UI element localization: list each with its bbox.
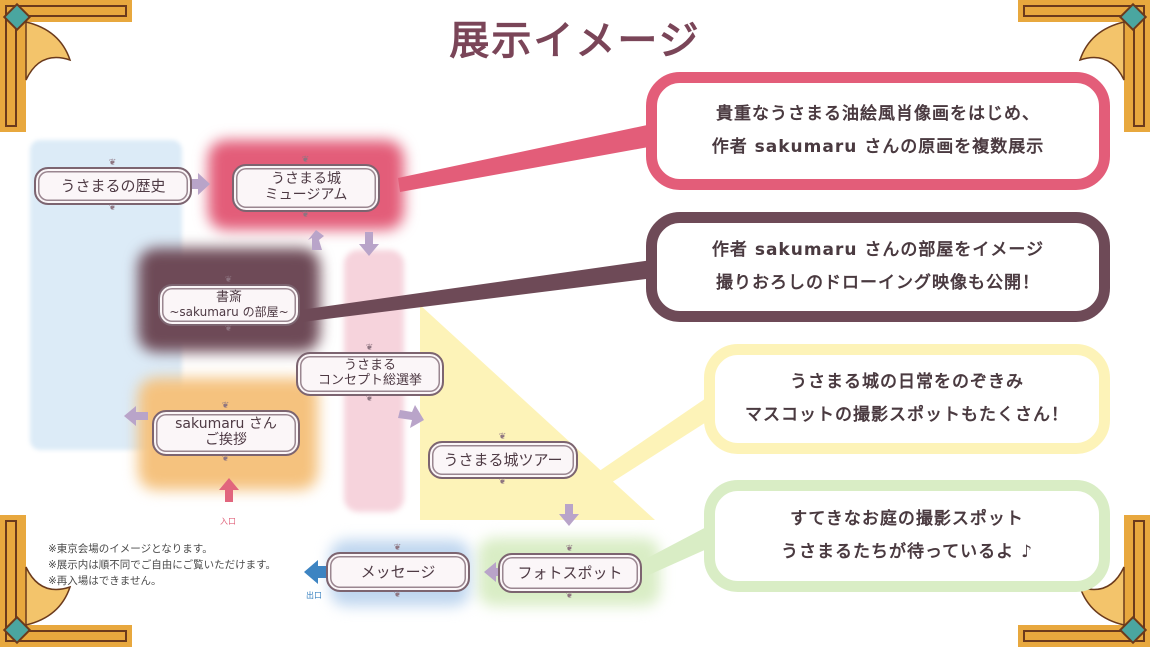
tour-callout-connector [592, 394, 722, 486]
footnote-2: ※展示内は順不同でご自由にご覧いただけます。 [48, 558, 277, 571]
top-right-frame-ornament [1018, 0, 1150, 132]
node-greeting-line-1: sakumaru さん [175, 416, 277, 433]
callout-study-line-1: 作者 sakumaru さんの部屋をイメージ [711, 239, 1045, 260]
ornament-icon: ❦ [224, 324, 234, 334]
callout-tour-line-2: マスコットの撮影スポットもたくさん！ [745, 405, 1069, 425]
museum-callout-connector [398, 124, 654, 192]
callout-study-line-2: 撮りおろしのドローイング映像も公開！ [716, 273, 1040, 293]
ornament-icon: ❦ [365, 394, 375, 404]
photo-callout-connector [636, 524, 718, 578]
exit-label: 出口 [306, 591, 322, 600]
entrance-arrow [219, 478, 239, 502]
ornament-icon: ❦ [498, 477, 508, 487]
ornament-icon: ❦ [498, 432, 508, 442]
ornament-icon: ❦ [301, 210, 311, 220]
arrow-history-to-museum [186, 173, 210, 195]
page-title: 展示イメージ [449, 18, 701, 64]
bottom-left-frame-ornament [0, 515, 132, 647]
callout-study: 作者 sakumaru さんの部屋をイメージ 撮りおろしのドローイング映像も公開… [646, 212, 1110, 322]
callout-museum-line-2: 作者 sakumaru さんの原画を複数展示 [711, 137, 1045, 157]
node-greeting-line-2: ご挨拶 [205, 432, 247, 448]
node-museum-line-1: うさまる城 [271, 171, 341, 188]
ornament-icon: ❦ [301, 155, 311, 165]
ornament-icon: ❦ [565, 591, 575, 601]
callout-photo-line-2: うさまるたちが待っているよ ♪ [781, 542, 1033, 562]
exit-arrow [304, 560, 328, 584]
arrow-tour-to-photo [559, 504, 579, 526]
node-study: ❦ 書斎 ~sakumaru の部屋~ ❦ [158, 276, 300, 334]
node-message-label: メッセージ [360, 562, 436, 581]
node-photo-label: フォトスポット [517, 563, 623, 582]
node-concept: ❦ うさまる コンセプト総選挙 ❦ [296, 344, 444, 404]
arrow-museum-to-concept [359, 232, 379, 256]
node-tour-label: うさまる城ツアー [443, 450, 563, 469]
ornament-icon: ❦ [221, 401, 231, 411]
node-study-line-2: ~sakumaru の部屋~ [169, 304, 289, 319]
ornament-icon: ❦ [393, 543, 403, 553]
node-photo: ❦ フォトスポット ❦ [498, 545, 642, 601]
callout-photo-line-1: すてきなお庭の撮影スポット [790, 508, 1024, 529]
callout-tour: うさまる城の日常をのぞきみ マスコットの撮影スポットもたくさん！ [704, 344, 1110, 454]
footnote-3: ※再入場はできません。 [48, 574, 162, 587]
node-museum: ❦ うさまる城 ミュージアム ❦ [232, 156, 380, 220]
study-callout-connector [300, 260, 654, 322]
node-museum-line-2: ミュージアム [264, 187, 348, 203]
node-message: ❦ メッセージ ❦ [326, 544, 470, 600]
ornament-icon: ❦ [221, 454, 231, 464]
ornament-icon: ❦ [108, 158, 118, 168]
node-study-line-1: 書斎 [215, 290, 242, 305]
ornament-icon: ❦ [565, 544, 575, 554]
node-greeting: ❦ sakumaru さん ご挨拶 ❦ [152, 402, 300, 464]
arrow-photo-to-message [484, 562, 506, 582]
ornament-icon: ❦ [224, 275, 234, 285]
callout-museum: 貴重なうさまる油絵風肖像画をはじめ、 作者 sakumaru さんの原画を複数展… [646, 72, 1110, 190]
node-tour: ❦ うさまる城ツアー ❦ [428, 433, 578, 487]
node-history-label: うさまるの歴史 [60, 176, 166, 195]
ornament-icon: ❦ [393, 590, 403, 600]
top-left-frame-ornament [0, 0, 132, 132]
callout-photo: すてきなお庭の撮影スポット うさまるたちが待っているよ ♪ [704, 480, 1110, 592]
node-concept-line-1: うさまる [343, 358, 396, 374]
callout-museum-line-1: 貴重なうさまる油絵風肖像画をはじめ、 [716, 103, 1040, 124]
bottom-right-frame-ornament [1018, 515, 1150, 647]
ornament-icon: ❦ [365, 343, 375, 353]
footnote-1: ※東京会場のイメージとなります。 [48, 543, 213, 555]
node-concept-line-2: コンセプト総選挙 [317, 373, 422, 388]
callout-tour-line-1: うさまる城の日常をのぞきみ [790, 371, 1024, 392]
arrow-concept-to-greeting [124, 406, 148, 426]
arrow-museum-to-study [308, 230, 324, 250]
entrance-label: 入口 [220, 517, 236, 526]
node-history: ❦ うさまるの歴史 ❦ [34, 159, 192, 213]
ornament-icon: ❦ [108, 203, 118, 213]
arrow-concept-to-tour [398, 405, 424, 428]
footnotes: ※東京会場のイメージとなります。 ※展示内は順不同でご自由にご覧いただけます。 … [48, 542, 276, 589]
